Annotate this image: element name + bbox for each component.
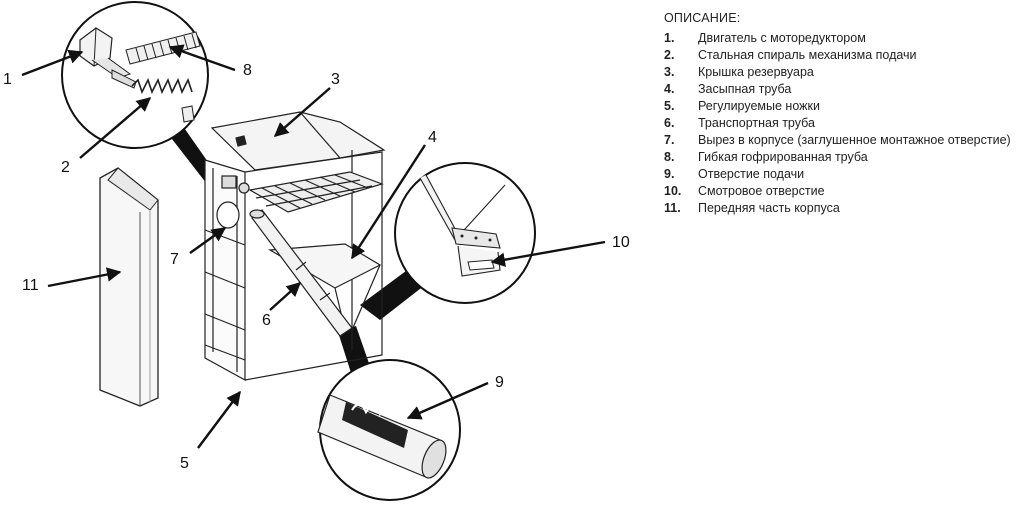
arrow-10 [490,240,606,267]
detail-circle-feed-opening [317,359,461,501]
detail-circle-inspection [394,162,536,304]
legend-item-text: Транспортная труба [698,116,815,130]
arrow-9 [406,381,489,420]
legend-item-number: 4. [664,82,675,96]
callout-6: 6 [262,312,271,329]
legend-item: 9. Отверстие подачи [664,166,1019,183]
callout-10: 10 [612,234,630,251]
legend-item-number: 11. [664,201,681,215]
legend-item-number: 9. [664,167,675,181]
legend-item: 8. Гибкая гофрированная труба [664,149,1019,166]
arrow-8 [168,44,236,72]
arrow-2 [79,97,152,159]
callout-2: 2 [61,159,70,176]
legend-item-text: Вырез в корпусе (заглушенное монтажное о… [698,133,1011,147]
zoom-cone-bottom [338,326,372,376]
arrow-6 [269,282,302,311]
hopper-exploded-diagram: 1 2 3 4 5 6 7 8 9 10 11 [3,1,630,501]
legend-item: 1. Двигатель с моторедуктором [664,30,1019,47]
detail-circle-motor [61,1,209,149]
arrow-11 [47,267,122,288]
legend-item-text: Смотровое отверстие [698,184,825,198]
legend-item-number: 10. [664,184,682,198]
callout-8: 8 [243,62,252,79]
legend-item-text: Стальная спираль механизма подачи [698,48,917,62]
legend-item-text: Отверстие подачи [698,167,805,181]
legend-item: 10. Смотровое отверстие [664,183,1019,200]
legend-item: 7. Вырез в корпусе (заглушенное монтажное… [664,132,1019,149]
legend-item-number: 6. [664,116,675,130]
arrow-1 [21,49,84,77]
legend-item-text: Двигатель с моторедуктором [698,31,866,45]
arrow-5 [197,390,241,449]
legend-item-text: Засыпная труба [698,82,792,96]
legend-item-number: 2. [664,48,675,62]
housing [204,111,386,382]
legend-item-number: 7. [664,133,675,147]
arrow-4 [350,144,427,260]
legend-item-number: 1. [664,31,675,45]
callout-1: 1 [3,71,12,88]
callout-4: 4 [428,129,437,146]
transport-tube [249,209,353,337]
legend-item-number: 8. [664,150,675,164]
legend-item-text: Передняя часть корпуса [698,201,840,215]
legend-item: 6. Транспортная труба [664,115,1019,132]
legend-item-number: 5. [664,99,675,113]
arrow-7 [189,227,227,254]
legend-item-text: Гибкая гофрированная труба [698,150,868,164]
legend-item: 4. Засыпная труба [664,81,1019,98]
legend-item-text: Регулируемые ножки [698,99,820,113]
callout-9: 9 [495,374,504,391]
legend-title: ОПИСАНИЕ: [664,11,741,25]
legend-item-number: 3. [664,65,675,79]
legend-item: 11. Передняя часть корпуса [664,200,1019,217]
legend-list: 1. Двигатель с моторедуктором 2. Стальная … [664,30,1019,217]
legend-item: 5. Регулируемые ножки [664,98,1019,115]
legend-item: 3. Крышка резервуара [664,64,1019,81]
callout-3: 3 [331,71,340,88]
callout-7: 7 [170,251,179,268]
arrow-3 [273,87,331,137]
zoom-cone-right [360,268,425,320]
legend-item: 2. Стальная спираль механизма подачи [664,47,1019,64]
callout-5: 5 [180,455,189,472]
front-panel [99,167,159,407]
legend-item-text: Крышка резервуара [698,65,814,79]
legend: ОПИСАНИЕ: 1. Двигатель с моторедуктором 2… [664,10,1019,217]
callout-11: 11 [22,277,39,294]
